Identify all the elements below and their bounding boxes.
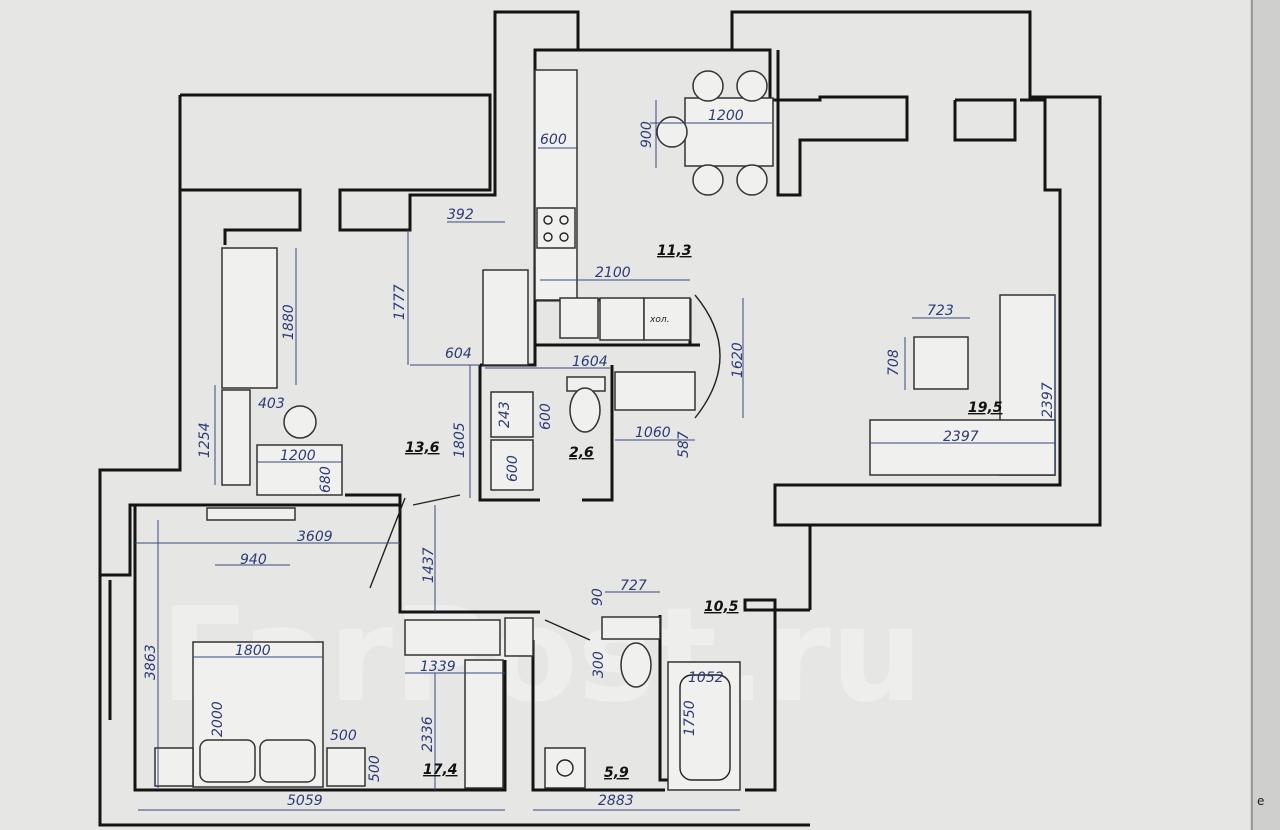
dim-label: 1437 <box>421 547 437 583</box>
coffee-table <box>913 336 969 390</box>
dim-label: 1200 <box>280 448 316 464</box>
dim-label: 500 <box>330 728 357 744</box>
dim-label: 1052 <box>688 670 724 686</box>
dim-label: 90 <box>590 588 606 606</box>
dining-table <box>684 97 774 167</box>
dim-label: 1200 <box>708 108 744 124</box>
area-wc: 2,6 <box>569 445 594 461</box>
washing-machine <box>490 439 534 491</box>
toilet-tank-2 <box>601 616 661 640</box>
fridge-label: хол. <box>649 315 669 325</box>
dim-label: 600 <box>538 403 554 430</box>
desk <box>256 444 343 496</box>
dim-label: 1777 <box>392 284 408 320</box>
dim-label: 3863 <box>143 644 159 680</box>
tv-stand <box>206 507 296 521</box>
dim-label: 1805 <box>452 422 468 458</box>
dim-label: 900 <box>639 121 655 148</box>
area-bedroom: 17,4 <box>423 762 458 778</box>
dim-label: 1750 <box>682 700 698 736</box>
shower <box>544 747 586 789</box>
dim-label: 2397 <box>1040 382 1056 418</box>
dim-label: 1339 <box>420 659 456 675</box>
dim-label: 680 <box>318 466 334 493</box>
dim-label: 1060 <box>635 425 671 441</box>
dim-label: 3609 <box>297 529 333 545</box>
area-bath-small: 10,5 <box>704 599 739 615</box>
dim-label: 243 <box>497 401 513 428</box>
dim-label: 1254 <box>197 422 213 458</box>
dim-label: 1620 <box>730 342 746 378</box>
room-areas: 13,6 11,3 19,5 2,6 17,4 10,5 5,9 <box>405 243 1003 781</box>
area-living: 19,5 <box>968 400 1003 416</box>
dim-label: 1800 <box>235 643 271 659</box>
area-kitchen: 11,3 <box>657 243 692 259</box>
dimension-labels: 600 1200 900 392 2100 1777 1880 604 1604… <box>143 108 1056 809</box>
edge-letter: e <box>1257 794 1264 808</box>
dim-label: 708 <box>886 349 902 376</box>
wardrobe-bedroom <box>404 619 501 656</box>
dim-label: 604 <box>445 346 472 362</box>
wardrobe-hall <box>482 269 529 366</box>
fridge <box>643 297 691 341</box>
dim-label: 403 <box>258 396 285 412</box>
toilet <box>569 387 601 433</box>
dim-label: 500 <box>367 755 383 782</box>
washbasin <box>490 391 534 438</box>
furniture: хол. <box>154 69 1056 791</box>
sink <box>559 297 599 339</box>
door-bath <box>544 619 591 641</box>
dim-label: 2883 <box>598 793 634 809</box>
dim-label: 723 <box>927 303 954 319</box>
wardrobe-corridor <box>614 371 696 411</box>
door-wc <box>412 494 461 506</box>
dim-label: 2336 <box>420 716 436 752</box>
kitchen-counter <box>534 69 578 301</box>
dim-label: 300 <box>591 651 607 678</box>
dimension-lines <box>135 100 1056 811</box>
walls <box>98 10 1102 827</box>
dim-label: 2397 <box>943 429 979 445</box>
arched-opening <box>694 294 721 419</box>
stove <box>536 207 576 249</box>
dim-label: 727 <box>620 578 647 594</box>
boiler <box>504 617 534 657</box>
wardrobe-bedroom-2 <box>464 659 504 789</box>
dim-label: 940 <box>240 552 267 568</box>
dim-label: 2100 <box>595 265 631 281</box>
dim-label: 1880 <box>281 304 297 340</box>
area-bathroom: 5,9 <box>604 765 629 781</box>
dim-label: 5059 <box>287 793 323 809</box>
area-hall: 13,6 <box>405 440 440 456</box>
paper-edge <box>1250 0 1280 830</box>
dim-label: 600 <box>540 132 567 148</box>
nightstand-right <box>326 747 366 787</box>
sofa-hall <box>221 247 278 389</box>
dim-label: 587 <box>676 431 692 458</box>
nightstand-left <box>154 747 194 787</box>
dim-label: 2000 <box>210 701 226 737</box>
toilet-2 <box>620 642 652 688</box>
dim-label: 392 <box>447 207 474 223</box>
dim-label: 600 <box>505 455 521 482</box>
dim-label: 1604 <box>572 354 608 370</box>
